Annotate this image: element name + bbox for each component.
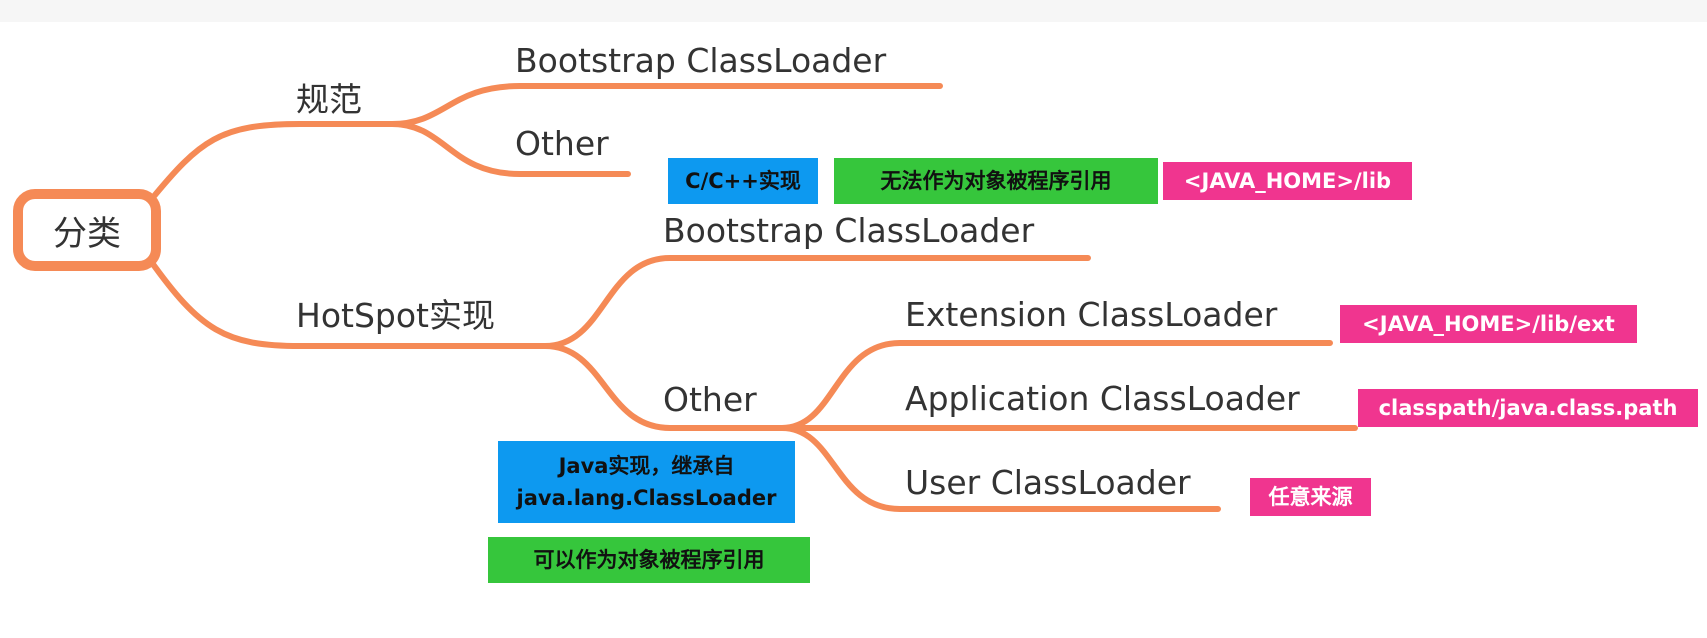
spec-other-node: Other (515, 124, 609, 163)
classpath-tag: classpath/java.class.path (1358, 389, 1698, 427)
spec-bootstrap-node: Bootstrap ClassLoader (515, 41, 887, 80)
java-home-lib-ext-tag: <JAVA_HOME>/lib/ext (1340, 305, 1637, 343)
top-band (0, 0, 1707, 22)
user-classloader-node: User ClassLoader (905, 463, 1191, 502)
java-home-lib-tag: <JAVA_HOME>/lib (1163, 162, 1412, 200)
connector-spec-bootstrap (389, 83, 943, 127)
connector-spec-other (389, 121, 631, 177)
any-source-tag: 任意来源 (1250, 478, 1371, 516)
connector-other-user (779, 425, 1221, 512)
hotspot-bootstrap-node: Bootstrap ClassLoader (663, 211, 1035, 250)
not-referenceable-tag: 无法作为对象被程序引用 (834, 158, 1158, 204)
hotspot-node: HotSpot实现 (296, 296, 495, 335)
connector-hotspot-other (542, 343, 785, 431)
java-impl-tag: Java实现，继承自 java.lang.ClassLoader (498, 441, 795, 523)
spec-node: 规范 (296, 80, 362, 119)
extension-classloader-node: Extension ClassLoader (905, 295, 1278, 334)
connector-hotspot-bootstrap (542, 255, 1091, 349)
connector-other-extension (779, 340, 1333, 431)
referenceable-tag: 可以作为对象被程序引用 (488, 537, 810, 583)
cpp-impl-tag: C/C++实现 (668, 158, 818, 204)
connector-root-hotspot (147, 257, 548, 349)
root-node: 分类 (13, 189, 161, 271)
java-impl-line1: Java实现，继承自 (558, 454, 735, 478)
hotspot-other-node: Other (663, 380, 757, 419)
root-label: 分类 (53, 213, 121, 254)
java-impl-line2: java.lang.ClassLoader (516, 486, 777, 510)
application-classloader-node: Application ClassLoader (905, 379, 1300, 418)
connector-root-spec (147, 121, 395, 204)
